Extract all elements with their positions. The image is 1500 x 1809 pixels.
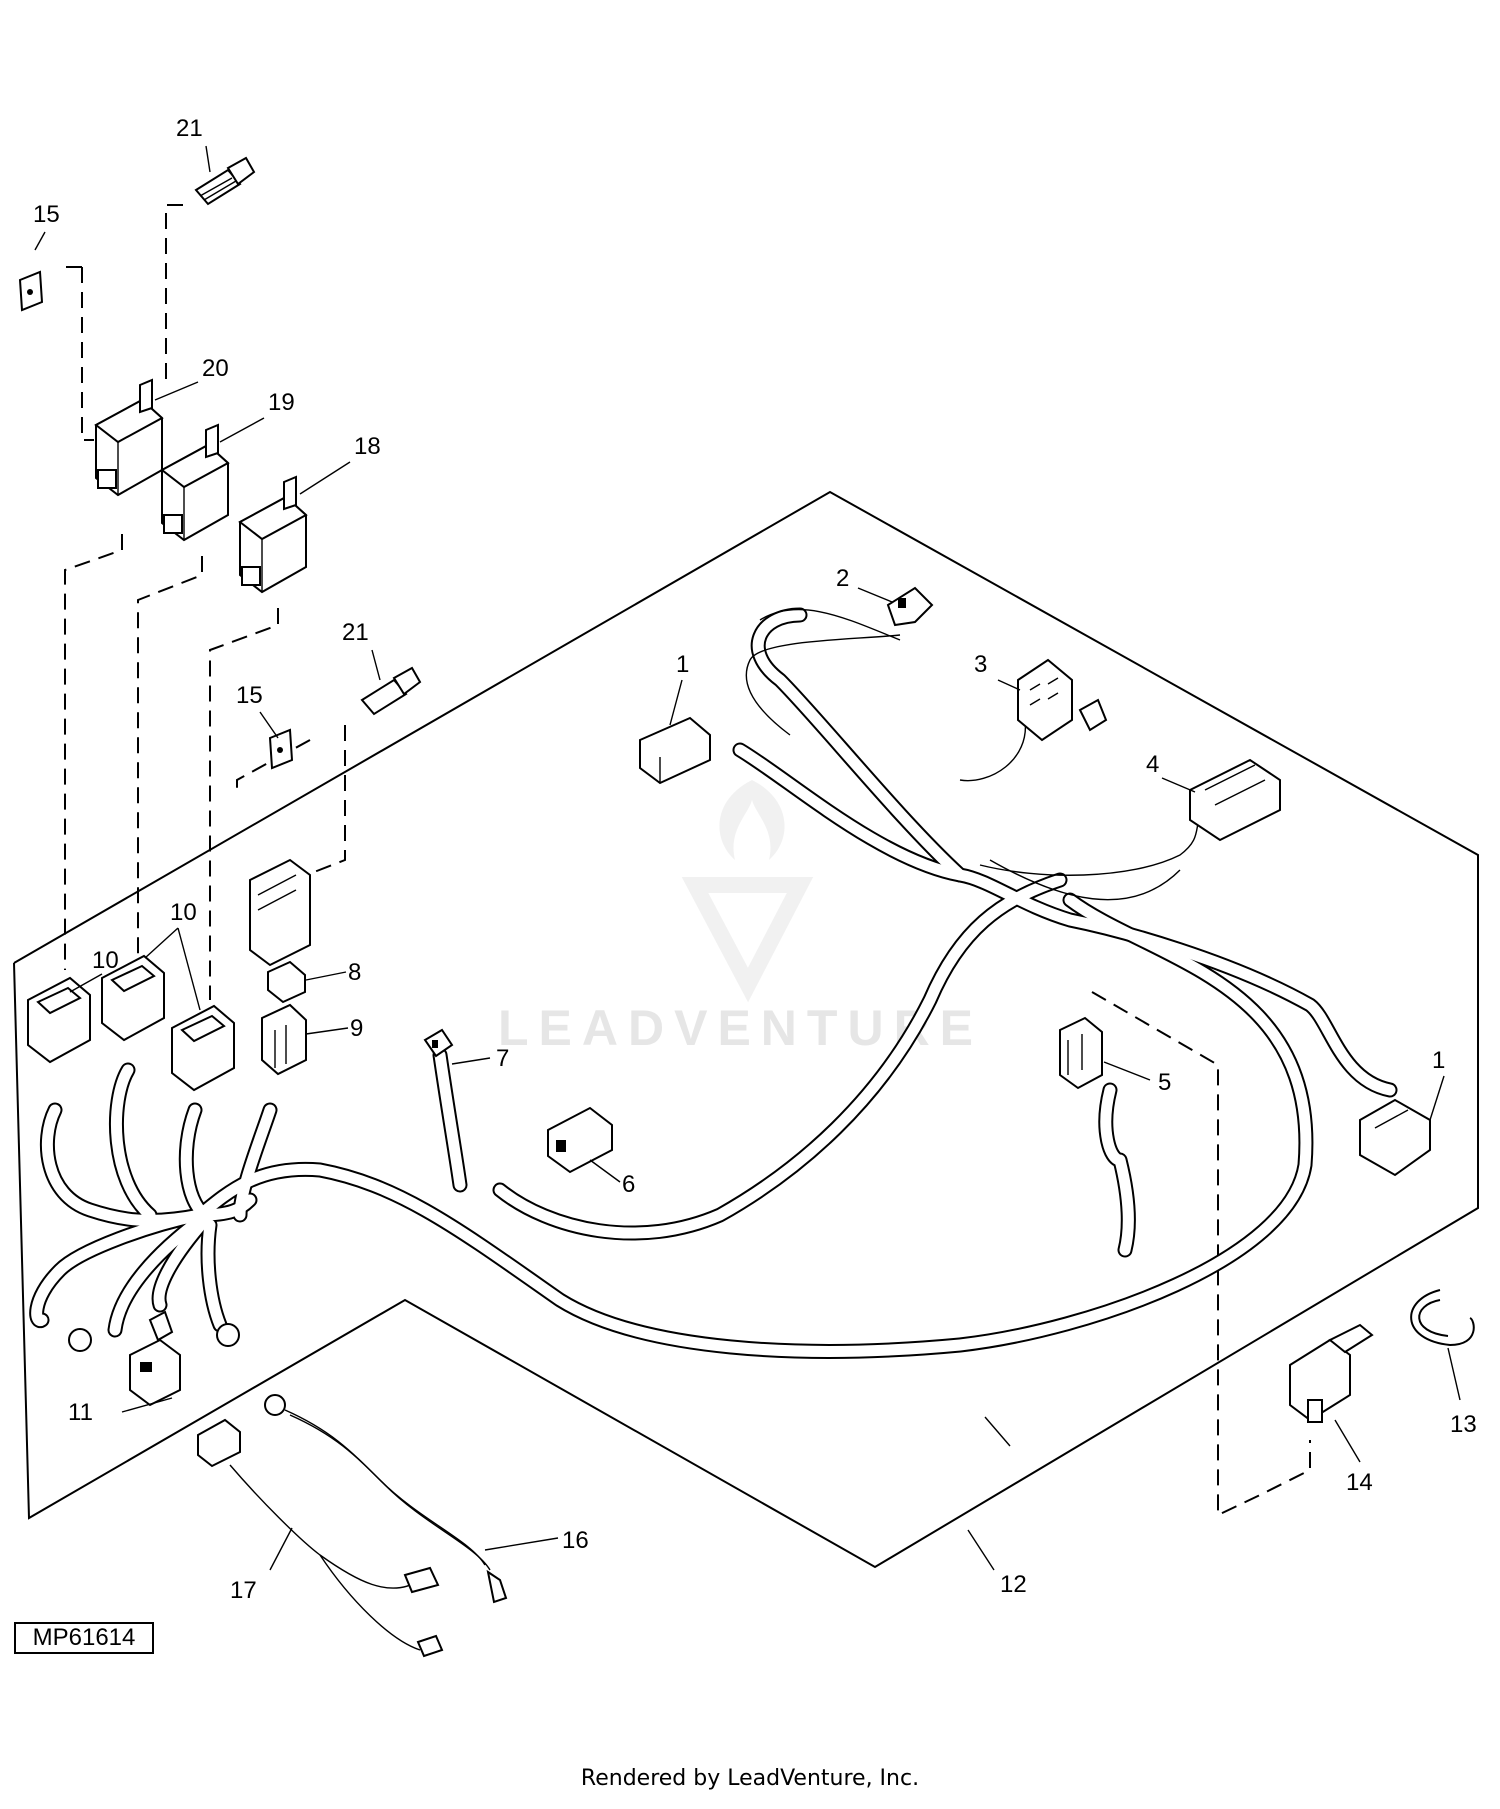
part-16-ground-wire bbox=[264, 1394, 508, 1604]
part-11-connector bbox=[129, 1338, 181, 1407]
part-7-connector bbox=[423, 1028, 454, 1058]
part-10-relay-socket-b bbox=[101, 954, 165, 1042]
part-15-clip-nut-middle bbox=[268, 728, 294, 770]
callout-1-upper: 1 bbox=[676, 651, 689, 678]
part-2-connector bbox=[886, 586, 934, 627]
part-5-connector bbox=[1059, 1016, 1103, 1090]
part-15-clip-nut-top bbox=[18, 270, 44, 312]
part-13-cable-tie bbox=[1410, 1289, 1475, 1347]
callout-15-top: 15 bbox=[33, 201, 60, 228]
callout-11: 11 bbox=[68, 1399, 93, 1426]
callout-21-top: 21 bbox=[176, 115, 203, 142]
callout-21-middle: 21 bbox=[342, 619, 369, 646]
callout-19: 19 bbox=[268, 389, 295, 416]
part-18-relay bbox=[238, 475, 308, 594]
callout-4: 4 bbox=[1146, 751, 1159, 778]
relay-bracket bbox=[249, 858, 311, 967]
part-6-connector bbox=[547, 1106, 613, 1174]
part-10-relay-socket-c bbox=[171, 1004, 235, 1092]
callout-13: 13 bbox=[1450, 1411, 1477, 1438]
watermark-logo-icon bbox=[681, 780, 814, 1003]
ring-terminals bbox=[68, 1310, 240, 1352]
part-17-lead-wire bbox=[197, 1418, 444, 1658]
wire-harness bbox=[29, 607, 1398, 1359]
part-19-relay bbox=[160, 423, 230, 542]
callout-15-middle: 15 bbox=[236, 682, 263, 709]
callout-10-right: 10 bbox=[170, 899, 197, 926]
callout-5: 5 bbox=[1158, 1069, 1171, 1096]
callout-14: 14 bbox=[1346, 1469, 1373, 1496]
callout-3: 3 bbox=[974, 651, 987, 678]
leader-lines bbox=[34, 145, 1461, 1571]
part-1-connector-lower bbox=[1359, 1098, 1431, 1177]
callout-16: 16 bbox=[562, 1527, 589, 1554]
part-3-connector bbox=[1017, 658, 1108, 742]
callout-17: 17 bbox=[230, 1577, 257, 1604]
callout-20: 20 bbox=[202, 355, 229, 382]
assembly-lines bbox=[64, 204, 1311, 1517]
part-14-switch bbox=[1289, 1323, 1374, 1423]
callout-1-lower: 1 bbox=[1432, 1047, 1445, 1074]
callout-2: 2 bbox=[836, 565, 849, 592]
part-21-bolt-top bbox=[194, 156, 256, 206]
diagram-code-label: MP61614 bbox=[14, 1622, 154, 1654]
callout-12: 12 bbox=[1000, 1571, 1027, 1598]
watermark-text: LEADVENTURE bbox=[498, 1000, 983, 1056]
callout-9: 9 bbox=[350, 1015, 363, 1042]
callout-10-left: 10 bbox=[92, 947, 119, 974]
part-1-connector-upper bbox=[639, 716, 711, 785]
part-20-relay bbox=[94, 378, 164, 497]
watermark: LEADVENTURE bbox=[498, 780, 983, 1056]
mounting-panel-outline bbox=[13, 490, 1479, 1569]
part-21-bolt-middle bbox=[360, 666, 422, 716]
callout-18: 18 bbox=[354, 433, 381, 460]
callout-8: 8 bbox=[348, 959, 361, 986]
part-9-fuse-holder bbox=[261, 1003, 307, 1076]
footer-credit: Rendered by LeadVenture, Inc. bbox=[580, 1766, 920, 1791]
callout-7: 7 bbox=[496, 1045, 509, 1072]
part-10-relay-socket-a bbox=[27, 976, 91, 1064]
part-8-fuse bbox=[267, 960, 306, 1004]
callout-labels: 21 15 20 19 18 21 15 2 3 1 4 10 10 8 9 7… bbox=[33, 115, 1477, 1604]
callout-6: 6 bbox=[622, 1171, 635, 1198]
part-4-connector bbox=[1189, 758, 1281, 842]
